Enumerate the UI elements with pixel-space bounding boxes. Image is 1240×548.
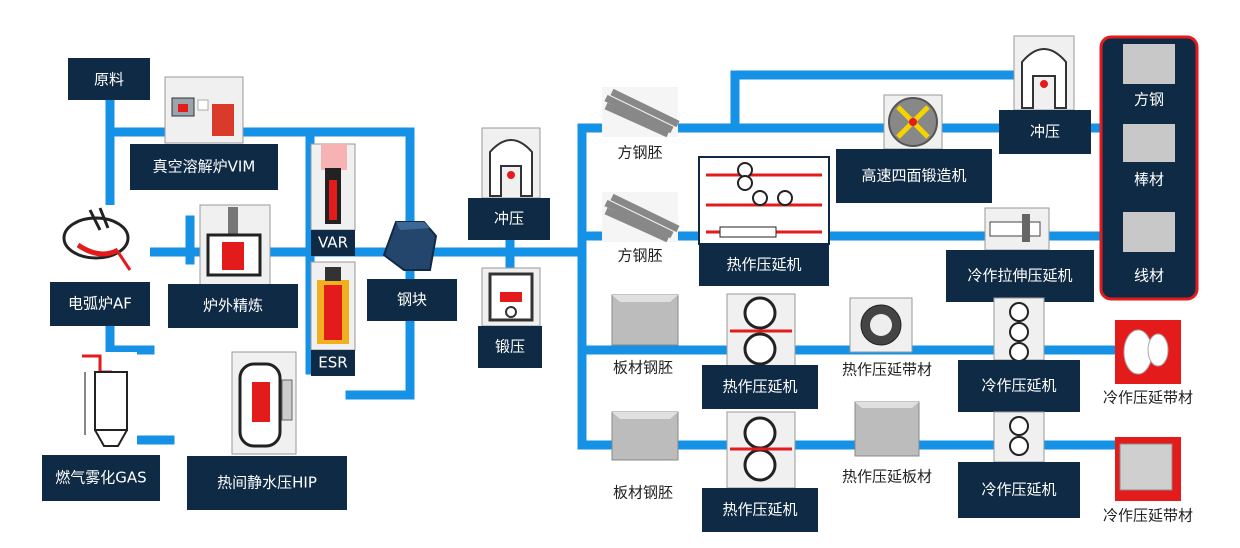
hot-rolling-mill-label: 热作压延机	[726, 256, 801, 274]
vim-label: 真空溶解炉VIM	[153, 158, 256, 176]
high-speed-forge-label: 高速四面锻造机	[861, 167, 966, 185]
cold-strip-label: 冷作压延带材	[1103, 389, 1193, 407]
press-label-2: 冲压	[1030, 123, 1060, 141]
hip-label: 热间静水压HIP	[217, 474, 317, 492]
product-bar-label: 棒材	[1134, 171, 1164, 189]
var-label: VAR	[318, 234, 348, 252]
forge-label: 锻压	[495, 338, 525, 356]
hot-roll-label-2: 热作压延机	[722, 501, 797, 519]
hot-roll-node-2: 热作压延机	[702, 411, 818, 532]
ingot-label: 钢块	[397, 291, 427, 309]
slab-label-2: 板材钢胚	[613, 484, 673, 502]
product-wire-label: 线材	[1134, 267, 1164, 285]
bar-icon	[1123, 124, 1175, 162]
raw-material-node: 原料	[68, 58, 150, 100]
hot-strip-label: 热作压延带材	[842, 361, 932, 379]
square-steel-icon	[1123, 44, 1175, 84]
esr-node: ESR	[310, 261, 356, 376]
wire-icon	[1123, 212, 1175, 252]
gas-atomizer-label: 燃气雾化GAS	[55, 469, 146, 487]
slab-icon	[611, 411, 679, 461]
cold-roll-label-1: 冷作压延机	[981, 377, 1056, 395]
cold-roll-node-1: 冷作压延机	[958, 297, 1080, 412]
slab-node-1: 板材钢胚	[611, 294, 679, 377]
billet-label-1: 方钢胚	[617, 144, 662, 162]
cold-roll-node-2: 冷作压延机	[958, 411, 1080, 518]
hot-roll-node-1: 热作压延机	[702, 293, 818, 409]
slab-icon	[611, 294, 679, 346]
ladle-refining-node: 炉外精炼	[168, 204, 298, 328]
cold-plate-node: 冷作压延带材	[1103, 437, 1193, 525]
hot-plate-node: 热作压延板材	[842, 401, 932, 486]
cold-draw-node: 冷作拉伸压延机	[946, 207, 1094, 302]
cold-plate-label: 冷作压延带材	[1103, 507, 1193, 525]
slab-node-2: 板材钢胚	[611, 411, 679, 502]
press-label-1: 冲压	[494, 210, 524, 228]
cold-roll-label-2: 冷作压延机	[981, 481, 1056, 499]
var-node: VAR	[310, 143, 356, 256]
press-node-1: 冲压	[468, 127, 550, 240]
forge-node: 锻压	[478, 267, 542, 368]
hot-strip-node: 热作压延带材	[842, 297, 932, 379]
product-square-steel-label: 方钢	[1134, 91, 1164, 109]
high-speed-forge-node: 高速四面锻造机	[836, 94, 992, 203]
billet-node-2: 方钢胚	[602, 192, 680, 265]
ladle-refining-label: 炉外精炼	[203, 297, 263, 315]
cold-draw-label: 冷作拉伸压延机	[967, 267, 1072, 285]
products-panel: 方钢 棒材 线材	[1099, 35, 1199, 301]
press-node-2: 冲压	[999, 35, 1091, 154]
esr-label: ESR	[318, 354, 347, 372]
slab-label-1: 板材钢胚	[613, 359, 673, 377]
hip-node: 热间静水压HIP	[187, 351, 347, 510]
hot-rolling-mill-node: 热作压延机	[698, 156, 830, 286]
ingot-node: 钢块	[367, 221, 457, 321]
raw-material-label: 原料	[94, 71, 124, 89]
hot-roll-label-1: 热作压延机	[722, 378, 797, 396]
cold-strip-node: 冷作压延带材	[1103, 320, 1193, 407]
billet-label-2: 方钢胚	[617, 247, 662, 265]
hot-plate-label: 热作压延板材	[842, 468, 932, 486]
arc-furnace-node: 电弧炉AF	[50, 205, 150, 326]
vim-node: 真空溶解炉VIM	[130, 76, 278, 190]
gas-atomizer-node: 燃气雾化GAS	[42, 352, 160, 501]
plate-icon	[854, 401, 920, 457]
billet-node-1: 方钢胚	[602, 87, 680, 162]
arc-furnace-label: 电弧炉AF	[68, 295, 132, 313]
